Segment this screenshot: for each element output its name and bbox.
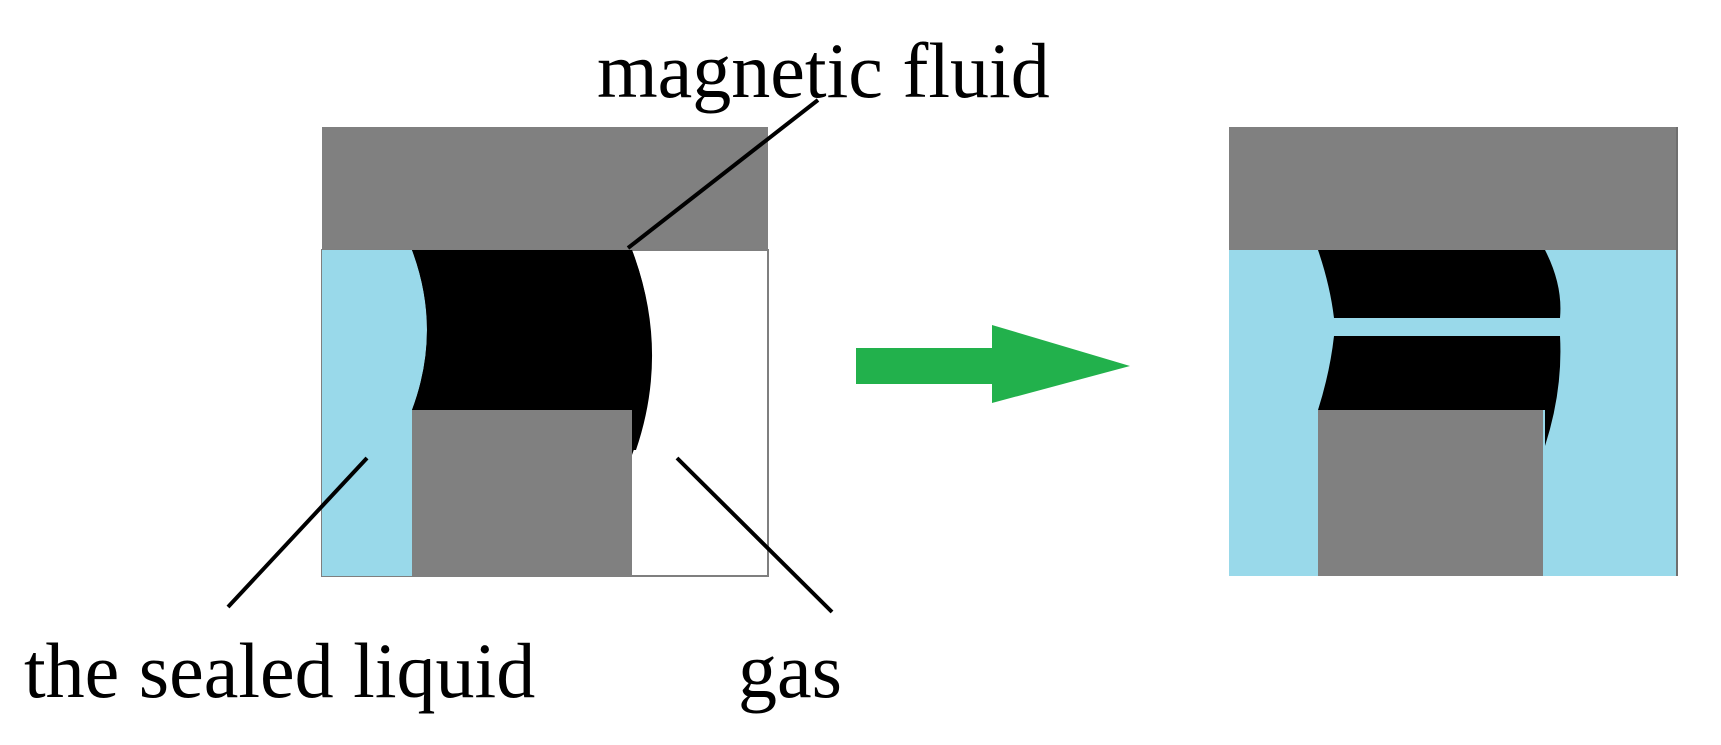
lower-shaft-block-right bbox=[1318, 410, 1543, 576]
sealed-liquid-label: the sealed liquid bbox=[24, 627, 535, 714]
sealed-liquid-leader-line bbox=[226, 456, 369, 609]
gas-label: gas bbox=[738, 627, 842, 714]
transition-arrow bbox=[856, 325, 1130, 403]
magnetic-fluid-lower-part bbox=[1318, 336, 1561, 446]
magnetic-fluid-upper-part bbox=[1318, 250, 1561, 318]
sealed-liquid-region bbox=[322, 250, 427, 576]
final-state-panel bbox=[1229, 127, 1678, 576]
arrow-head bbox=[992, 325, 1130, 403]
upper-pole-block bbox=[322, 127, 768, 250]
initial-state-panel bbox=[321, 127, 769, 577]
magnetic-fluid-leader-line bbox=[626, 98, 820, 250]
lower-shaft-block bbox=[412, 410, 632, 576]
arrow-shaft bbox=[856, 348, 996, 384]
gas-leader-line bbox=[675, 456, 834, 614]
magnetic-fluid-bead-fill bbox=[412, 250, 653, 450]
magnetic-fluid-label: magnetic fluid bbox=[597, 27, 1050, 114]
upper-pole-block-right bbox=[1229, 127, 1677, 250]
